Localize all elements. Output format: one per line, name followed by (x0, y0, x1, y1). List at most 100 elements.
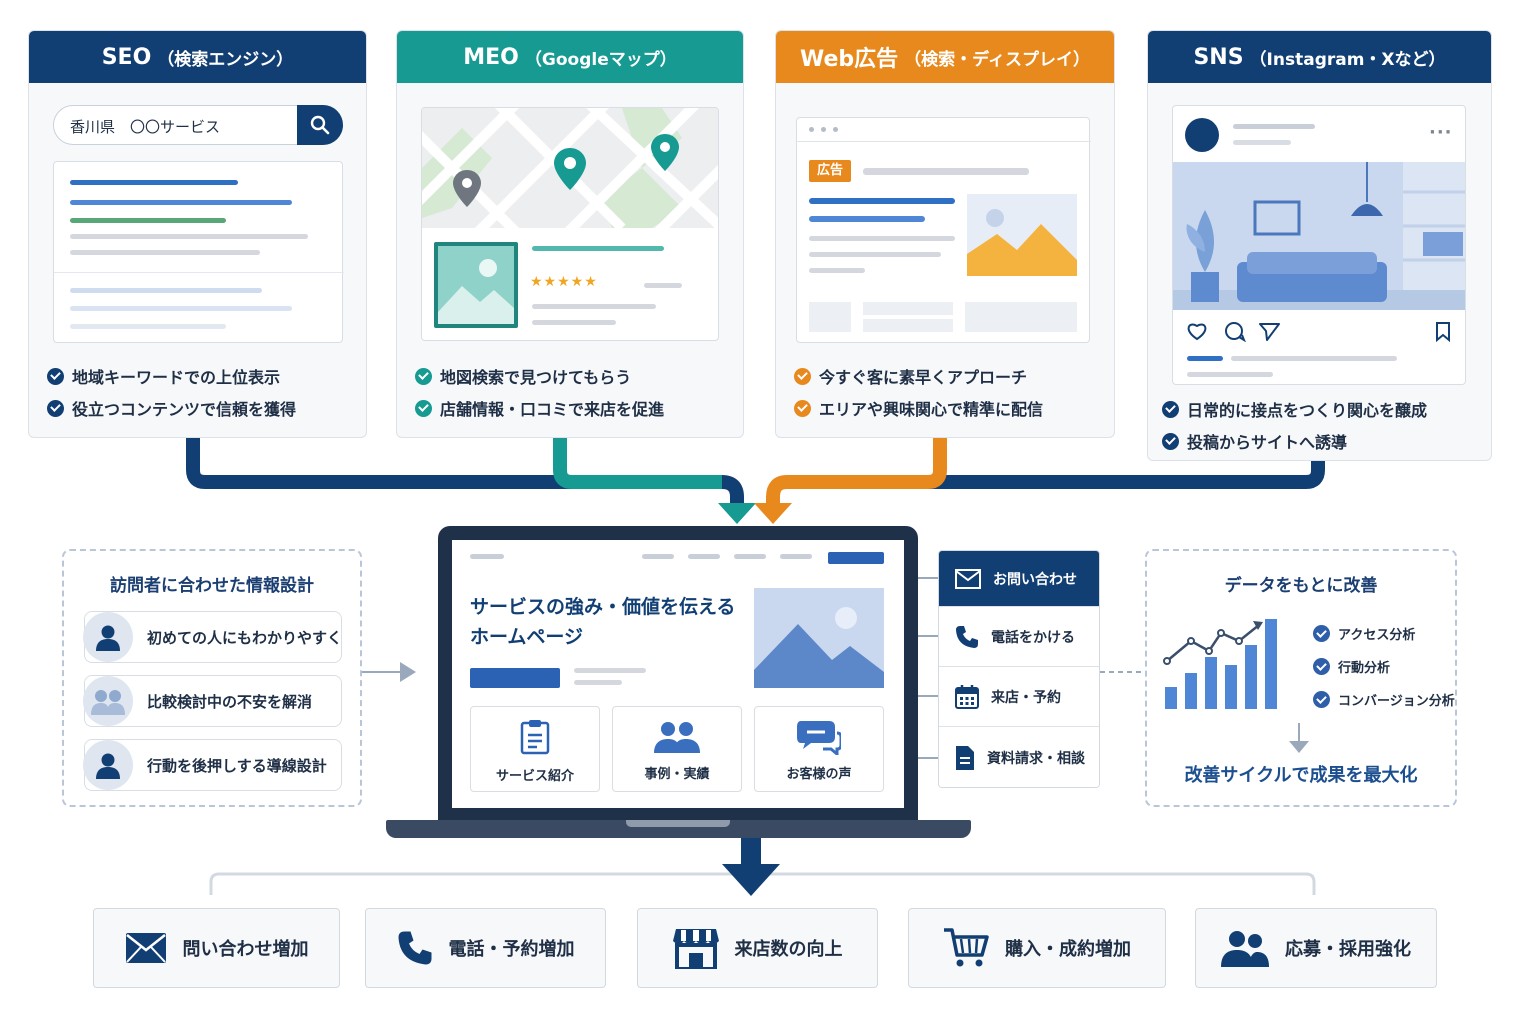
analysis-item: 行動分析 (1313, 650, 1455, 683)
seo-results-mock (53, 161, 344, 343)
map-listing-mock: ★★★★★ (421, 107, 719, 341)
contact-cta[interactable]: お問い合わせ (939, 551, 1099, 607)
web-ad-card: Web広告 （検索・ディスプレイ） 広告 今すぐ客に素早くアプローチ エリアや興… (775, 30, 1115, 438)
check-icon (1313, 658, 1330, 675)
comment-icon (1225, 322, 1247, 343)
check-icon (1313, 625, 1330, 642)
web-ad-bullet: 今すぐ客に素早くアプローチ (794, 360, 1043, 392)
person-icon (83, 612, 133, 662)
seo-search-box: 香川県 〇〇サービス (53, 105, 343, 145)
sns-card: SNS （Instagram・Xなど） ··· (1147, 30, 1492, 461)
check-icon (794, 399, 811, 417)
calendar-icon (955, 684, 979, 709)
rating-stars-icon: ★★★★★ (530, 274, 598, 290)
bookmark-icon (1436, 322, 1450, 343)
visitor-panel-title: 訪問者に合わせた情報設計 (110, 576, 314, 596)
people-icon (83, 676, 133, 726)
check-icon (47, 399, 64, 417)
seo-card: SEO （検索エンジン） 香川県 〇〇サービス 地域キーワードでの上位表示 役立… (28, 30, 367, 438)
outcome-recruitment: 応募・採用強化 (1195, 908, 1437, 988)
visit-reserve-cta[interactable]: 来店・予約 (939, 667, 1099, 727)
person-icon (83, 740, 133, 790)
phone-icon (398, 931, 431, 965)
map-pin-icon (554, 148, 586, 190)
check-icon (47, 367, 64, 385)
hero-image-icon (754, 588, 884, 688)
down-arrow-icon (1289, 723, 1309, 753)
service-card: サービス紹介 (470, 706, 600, 792)
nav-cta-bar (828, 552, 884, 564)
more-icon: ··· (1429, 122, 1453, 143)
sns-bullet: 日常的に接点をつくり関心を醸成 (1162, 393, 1427, 425)
search-icon (297, 105, 343, 145)
document-request-cta[interactable]: 資料請求・相談 (939, 727, 1099, 787)
seo-card-header: SEO （検索エンジン） (29, 31, 366, 83)
seo-bullet-list: 地域キーワードでの上位表示 役立つコンテンツで信頼を獲得 (47, 360, 296, 424)
ad-image-icon (967, 194, 1077, 276)
ad-page-mock: 広告 (796, 117, 1091, 343)
store-icon (672, 929, 719, 969)
outcome-store-visits: 来店数の向上 (637, 908, 878, 988)
homepage-headline: サービスの強み・価値を伝える ホームページ (470, 596, 736, 648)
improve-result-text: 改善サイクルで成果を最大化 (1184, 765, 1418, 786)
clipboard-icon (520, 720, 550, 755)
seo-search-text: 香川県 〇〇サービス (70, 118, 221, 136)
web-ad-card-header: Web広告 （検索・ディスプレイ） (776, 31, 1114, 83)
map-pin-icon (453, 170, 481, 207)
check-icon (415, 367, 432, 385)
case-study-card: 事例・実績 (612, 706, 742, 792)
check-icon (1313, 691, 1330, 708)
check-icon (1162, 400, 1179, 418)
improve-panel-title: データをもとに改善 (1224, 576, 1378, 596)
seo-subtitle: （検索エンジン） (157, 49, 294, 70)
analysis-item: アクセス分析 (1313, 617, 1455, 650)
call-cta[interactable]: 電話をかける (939, 607, 1099, 667)
sns-subtitle: （Instagram・Xなど） (1249, 49, 1446, 70)
web-ad-bullet: エリアや興味関心で精準に配信 (794, 392, 1043, 424)
web-ad-subtitle: （検索・ディスプレイ） (904, 49, 1090, 70)
chat-bubble-icon (797, 721, 843, 758)
map-graphic (422, 108, 718, 262)
share-icon (1259, 323, 1280, 341)
meo-bullet: 地図検索で見つけてもらう (415, 360, 664, 392)
growth-chart-icon (1163, 619, 1277, 709)
analysis-item: コンバージョン分析 (1313, 683, 1455, 716)
meo-card: MEO （Googleマップ） (396, 30, 744, 438)
document-icon (956, 746, 974, 770)
meo-bullet: 店舗情報・口コミで来店を促進 (415, 392, 664, 424)
sns-card-header: SNS （Instagram・Xなど） (1148, 31, 1491, 83)
sns-bullet: 投稿からサイトへ誘導 (1162, 425, 1427, 457)
seo-bullet: 地域キーワードでの上位表示 (47, 360, 296, 392)
sns-post-image (1173, 162, 1465, 310)
seo-title: SEO (101, 44, 152, 70)
phone-icon (956, 625, 978, 648)
cta-list: お問い合わせ 電話をかける 来店・予約 資料請求・相談 (938, 550, 1100, 788)
store-photo-icon (434, 242, 518, 328)
meo-title: MEO (463, 44, 519, 70)
hero-cta-button (470, 668, 560, 688)
seo-bullet: 役立つコンテンツで信頼を獲得 (47, 392, 296, 424)
testimonials-card: お客様の声 (754, 706, 884, 792)
cart-icon (944, 928, 989, 967)
web-ad-bullet-list: 今すぐ客に素早くアプローチ エリアや興味関心で精準に配信 (794, 360, 1043, 424)
visitor-design-panel: 訪問者に合わせた情報設計 初めての人にもわかりやすく 比較検討中の不安を解消 行… (62, 549, 362, 807)
sns-title: SNS (1193, 44, 1244, 70)
data-improvement-panel: データをもとに改善 アクセス分析 行動分析 コンバージョン分析 改善サイクルで成… (1145, 549, 1457, 807)
mail-icon (955, 568, 981, 589)
browser-bar (797, 118, 1091, 142)
outcome-purchases: 購入・成約増加 (908, 908, 1166, 988)
map-pin-icon (651, 134, 679, 171)
meo-bullet-list: 地図検索で見つけてもらう 店舗情報・口コミで来店を促進 (415, 360, 664, 424)
heart-icon (1187, 323, 1207, 341)
laptop-frame: サービスの強み・価値を伝える ホームページ サービス紹介 事例・実績 お客様の声 (438, 526, 918, 822)
visitor-item: 行動を後押しする導線設計 (83, 739, 342, 791)
check-icon (415, 399, 432, 417)
meo-card-header: MEO （Googleマップ） (397, 31, 743, 83)
people-icon (1221, 931, 1269, 967)
outcome-calls-reservations: 電話・予約増加 (365, 908, 606, 988)
check-icon (1162, 432, 1179, 450)
mail-icon (125, 933, 166, 963)
team-icon (654, 722, 700, 753)
homepage-screen: サービスの強み・価値を伝える ホームページ サービス紹介 事例・実績 お客様の声 (452, 540, 904, 808)
